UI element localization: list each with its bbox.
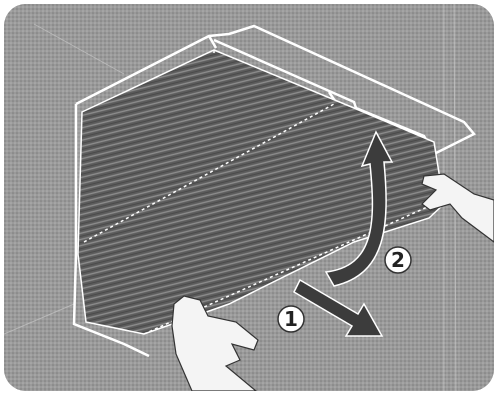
step-1-badge: 1 xyxy=(278,306,304,332)
step-2-badge: 2 xyxy=(385,247,411,273)
illustration-frame: 1 2 xyxy=(4,4,494,391)
step-2-label: 2 xyxy=(391,248,405,272)
filter-removal-illustration: 1 2 xyxy=(4,4,494,391)
step-1-label: 1 xyxy=(284,307,298,331)
